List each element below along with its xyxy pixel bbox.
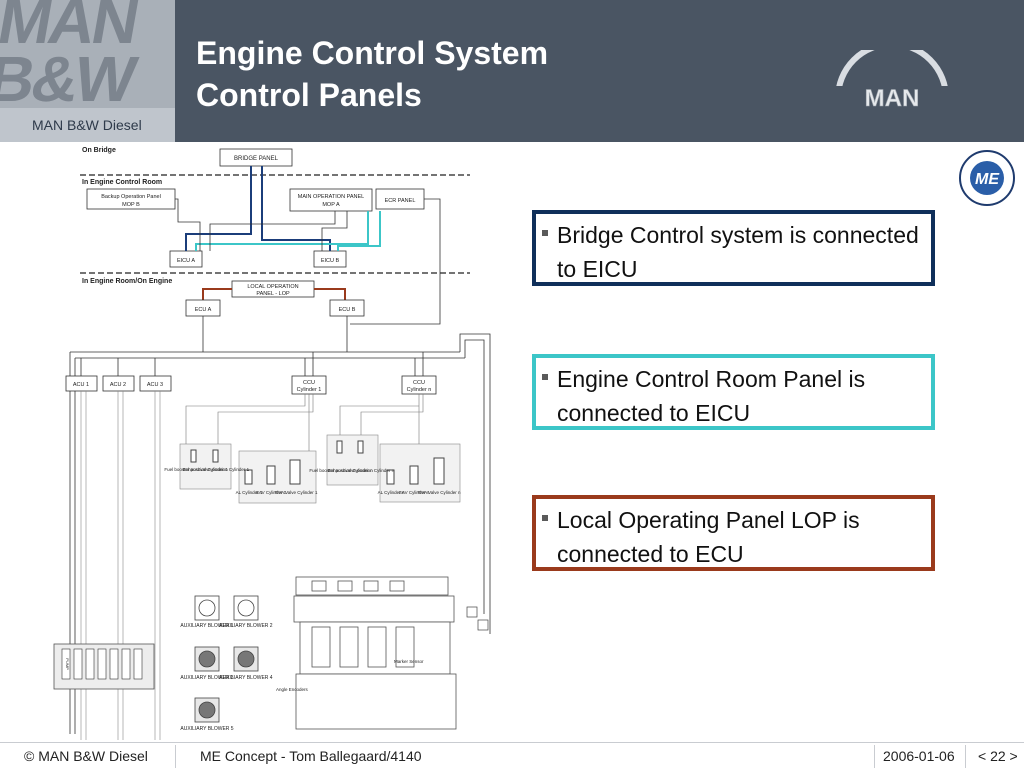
backup-panel-label: Backup Operation Panel (101, 194, 161, 200)
marker-sensor-label: Marker Sensor (394, 659, 424, 664)
fiva-1: FIVA Valve Cylinder 1 (274, 490, 318, 495)
logo-text: MAN B&W (0, 0, 143, 115)
exh-pos-1: Exhaust valve position Cylinder 1 (183, 467, 250, 472)
blower3-label: AUXILIARY BLOWER 3 (180, 675, 233, 681)
section-control-room-label: In Engine Control Room (82, 179, 162, 186)
me-badge-center: ME (975, 171, 1000, 188)
bridge-panel-label: BRIDGE PANEL (234, 156, 279, 162)
ccu1-sub: Cylinder 1 (297, 387, 322, 393)
main-panel-sub: MOP A (322, 202, 340, 208)
lop-label: LOCAL OPERATION (247, 284, 298, 290)
footer-page: < 22 > (978, 747, 1018, 764)
man-bw-logo: MAN B&W MAN B&W Diesel (0, 0, 175, 142)
blower2-label: AUXILIARY BLOWER 2 (219, 623, 272, 629)
bullet-icon (542, 230, 548, 236)
al-1: AL Cylinder 1 (236, 490, 263, 495)
callout-ecr-text: Engine Control Room Panel is connected t… (557, 366, 866, 426)
logo-caption-text: MAN B&W Diesel (32, 117, 142, 133)
callout-lop-text: Local Operating Panel LOP is connected t… (557, 507, 860, 567)
slide-title: Engine Control System Control Panels (196, 32, 548, 116)
callout-ecr-panel: Engine Control Room Panel is connected t… (532, 354, 935, 430)
backup-panel-sub: MOP B (122, 202, 140, 208)
acu2-label: ACU 2 (110, 382, 126, 388)
lop-sub: PANEL - LOP (256, 291, 290, 297)
fuel-pos-1: Fuel booster position Cylinder 1 (164, 467, 228, 472)
logo-caption: MAN B&W Diesel (0, 108, 175, 142)
ecr-panel-label: ECR PANEL (385, 198, 416, 204)
acu1-label: ACU 1 (73, 382, 89, 388)
title-line-2: Control Panels (196, 77, 422, 113)
me-badge-icon: ME (959, 150, 1015, 206)
eicu-a-label: EICU A (177, 258, 195, 264)
al-n: AL Cylinder n (378, 490, 405, 495)
main-panel-label: MAIN OPERATION PANEL (298, 194, 364, 200)
ccun-label: CCU (413, 380, 425, 386)
blower5-label: AUXILIARY BLOWER 5 (180, 726, 233, 732)
sav-1: SAV Cylinder 1 (256, 490, 287, 495)
fiva-n: FIVA Valve Cylinder n (417, 490, 461, 495)
slide-footer: © MAN B&W Diesel ME Concept - Tom Balleg… (0, 742, 1024, 768)
slide-header: MAN B&W MAN B&W Diesel Engine Control Sy… (0, 0, 1024, 142)
ecu-b-label: ECU B (339, 307, 356, 313)
ecu-a-label: ECU A (195, 307, 212, 313)
blower1-label: AUXILIARY BLOWER 1 (180, 623, 233, 629)
ccu1-label: CCU (303, 380, 315, 386)
control-panels-diagram: On Bridge In Engine Control Room In Engi… (53, 147, 491, 740)
bullet-icon (542, 374, 548, 380)
sav-n: SAV Cylinder n (399, 490, 430, 495)
section-bridge-label: On Bridge (82, 147, 116, 154)
title-line-1: Engine Control System (196, 35, 549, 71)
section-engine-room-label: In Engine Room/On Engine (82, 278, 172, 285)
exh-pos-n: Exhaust valve position Cylinder n (328, 468, 395, 473)
footer-copyright: © MAN B&W Diesel (24, 747, 148, 764)
callout-bridge-text: Bridge Control system is connected to EI… (557, 222, 919, 282)
acu3-label: ACU 3 (147, 382, 163, 388)
footer-date: 2006-01-06 (883, 747, 955, 764)
blower4-label: AUXILIARY BLOWER 4 (219, 675, 272, 681)
brand-logo-text: MAN (865, 85, 920, 112)
eicu-b-label: EICU B (321, 258, 340, 264)
pump-label: PUMP (65, 658, 70, 670)
angle-encoders-label: Angle Encoders (276, 687, 309, 692)
callout-lop: Local Operating Panel LOP is connected t… (532, 495, 935, 571)
fuel-pos-n: Fuel booster position Cylinder n (309, 468, 373, 473)
ccun-sub: Cylinder n (407, 387, 432, 393)
man-brand-logo: MAN (832, 50, 952, 112)
callout-bridge-control: Bridge Control system is connected to EI… (532, 210, 935, 286)
bullet-icon (542, 515, 548, 521)
footer-presenter: ME Concept - Tom Ballegaard/4140 (200, 747, 422, 764)
